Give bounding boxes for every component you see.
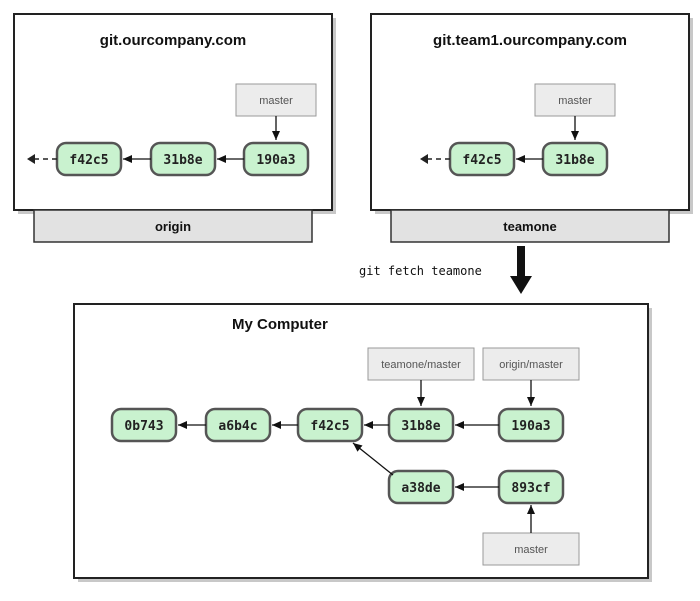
origin-label-bar [33,209,313,243]
local-commit-0b743-label: 0b743 [124,419,163,434]
local-edge-a38de-f42c5 [352,442,394,476]
server-origin-host: git.ourcompany.com [100,32,246,49]
teamone-label-bar [390,209,670,243]
server-teamone-box [370,13,690,211]
local-origin-master-ref [482,347,580,381]
teamone-commit-31b8e-label: 31b8e [555,153,594,168]
local-teamone-master-ref [367,347,475,381]
local-commit-0b743 [110,407,178,443]
local-commit-31b8e-label: 31b8e [401,419,440,434]
local-commit-190a3-label: 190a3 [511,419,550,434]
teamone-label: teamone [503,219,556,234]
local-commit-a38de [387,469,455,505]
local-origin-master-ref-label: origin/master [499,359,563,371]
server-origin: git.ourcompany.com origin master f42c5 3… [13,13,336,243]
local-computer-title: My Computer [232,316,328,333]
server-teamone-host: git.team1.ourcompany.com [433,32,627,49]
origin-commit-31b8e-label: 31b8e [163,153,202,168]
local-commit-a38de-label: a38de [401,481,440,496]
local-computer: My Computer teamone/master origin/master… [73,303,652,582]
origin-master-ref-label: master [259,95,293,107]
origin-master-ref [235,83,317,117]
teamone-commit-f42c5-label: f42c5 [462,153,501,168]
local-master-ref-label: master [514,544,548,556]
fetch-down-arrow [510,246,532,294]
local-master-ref [482,532,580,566]
origin-commit-190a3-label: 190a3 [256,153,295,168]
server-teamone: git.team1.ourcompany.com teamone master … [370,13,693,243]
teamone-edge-dashed-head [420,154,428,164]
local-commit-893cf-label: 893cf [511,481,550,496]
origin-label: origin [155,219,191,234]
teamone-master-ref-label: master [558,95,592,107]
origin-edge-dashed-head [27,154,35,164]
origin-commit-f42c5-label: f42c5 [69,153,108,168]
local-commit-f42c5-label: f42c5 [310,419,349,434]
fetch-command: git fetch teamone [359,264,482,278]
local-teamone-master-ref-label: teamone/master [381,359,461,371]
local-commit-a6b4c-label: a6b4c [218,419,257,434]
